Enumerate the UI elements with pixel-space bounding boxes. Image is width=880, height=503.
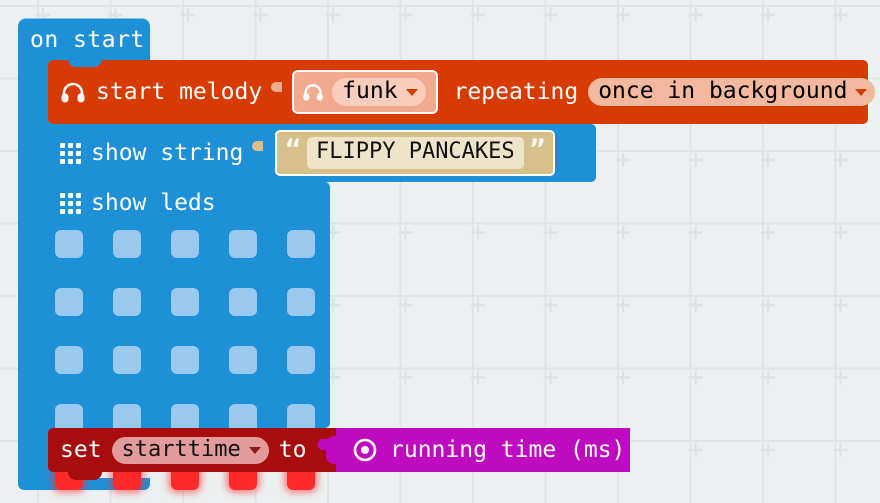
repeating-label: repeating: [453, 79, 579, 105]
headphones-icon: [60, 80, 86, 104]
notch-bottom: [68, 472, 102, 480]
melody-picker-reporter[interactable]: funk: [292, 70, 438, 114]
string-reporter[interactable]: “ FLIPPY PANCAKES ”: [275, 130, 556, 176]
show-leds-header: show leds: [60, 190, 216, 216]
led-cell-0-0[interactable]: [55, 230, 83, 258]
led-cell-2-1[interactable]: [113, 346, 141, 374]
led-cell-3-1[interactable]: [113, 404, 141, 432]
chevron-down-icon: [405, 89, 418, 96]
block-show-leds[interactable]: show leds: [48, 182, 330, 490]
to-label: to: [278, 437, 307, 463]
led-cell-2-2[interactable]: [171, 346, 199, 374]
led-cell-3-3[interactable]: [229, 404, 257, 432]
led-cell-1-4[interactable]: [287, 288, 315, 316]
led-grid-icon: [60, 142, 81, 164]
chevron-down-icon: [855, 89, 868, 96]
headphones-icon: [302, 82, 324, 102]
notch-top: [68, 59, 102, 67]
led-cell-0-3[interactable]: [229, 230, 257, 258]
led-cell-1-3[interactable]: [229, 288, 257, 316]
led-cell-2-3[interactable]: [229, 346, 257, 374]
led-cell-2-0[interactable]: [55, 346, 83, 374]
open-quote-icon: “: [285, 135, 301, 165]
clock-dot-icon: [352, 437, 378, 463]
melody-name-dropdown[interactable]: funk: [332, 78, 426, 106]
led-cell-2-4[interactable]: [287, 346, 315, 374]
running-time-label: running time (ms): [390, 437, 626, 463]
repeating-mode-value: once in background: [598, 78, 848, 104]
led-cell-0-2[interactable]: [171, 230, 199, 258]
show-string-label: show string: [91, 140, 244, 166]
led-cell-0-4[interactable]: [287, 230, 315, 258]
close-quote-icon: ”: [529, 135, 546, 165]
set-label: set: [60, 437, 102, 463]
start-melody-label: start melody: [96, 79, 263, 105]
value-socket: [316, 428, 331, 472]
block-start-melody[interactable]: start melody funk: [48, 59, 876, 132]
led-cell-1-1[interactable]: [113, 288, 141, 316]
show-leds-label: show leds: [91, 190, 216, 216]
melody-arg-socket: [271, 60, 283, 124]
block-set-variable[interactable]: set starttime to: [48, 428, 338, 480]
led-cell-1-0[interactable]: [55, 288, 83, 316]
block-show-string[interactable]: show string “ FLIPPY PANCAKES ”: [48, 124, 596, 190]
melody-name-value: funk: [342, 78, 398, 104]
variable-name-value: starttime: [121, 436, 241, 462]
chevron-down-icon: [248, 447, 261, 454]
repeating-mode-dropdown[interactable]: once in background: [588, 78, 876, 106]
string-arg-socket: [252, 124, 264, 182]
string-text-input[interactable]: FLIPPY PANCAKES: [306, 137, 524, 169]
variable-name-dropdown[interactable]: starttime: [111, 436, 269, 464]
led-cell-1-2[interactable]: [171, 288, 199, 316]
on-start-label: on start: [30, 27, 145, 53]
led-cell-3-0[interactable]: [55, 404, 83, 432]
led-cell-0-1[interactable]: [113, 230, 141, 258]
led-cell-3-4[interactable]: [287, 404, 315, 432]
led-cell-3-2[interactable]: [171, 404, 199, 432]
led-grid-icon: [60, 192, 81, 214]
block-running-time-reporter[interactable]: running time (ms): [326, 428, 630, 472]
